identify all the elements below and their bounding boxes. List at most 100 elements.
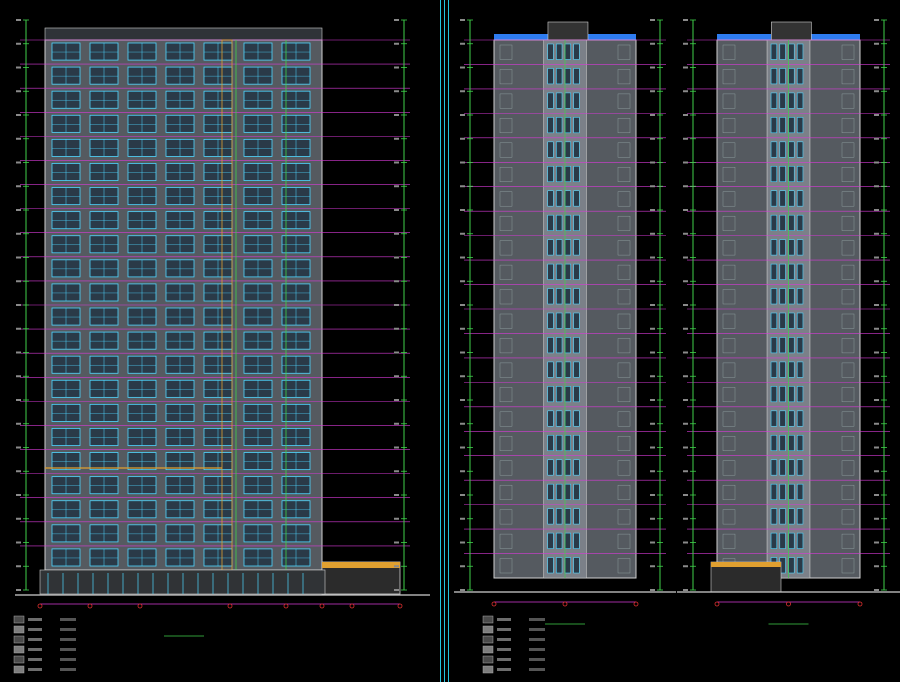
side-a-left-level-rail-label-mark [460,470,465,473]
side-a-window [573,434,580,452]
side-b-right-level-rail-label-mark [874,422,879,425]
side-a-window [573,483,580,500]
side-a-window [573,214,580,231]
side-b-window [788,117,795,134]
side-a-window [556,386,563,403]
side-b-window [796,92,804,109]
side-a-side-panel [617,509,631,525]
side-b-left-level-rail-label-mark [683,565,688,568]
side-b-window [796,239,804,256]
side-b-window [779,68,786,85]
side-b-side-panel [722,93,736,109]
side-b-left-level-rail-label-mark [683,541,688,544]
side-b-window [788,557,795,574]
side-b-side-panel [722,313,736,329]
side-a-window [556,459,563,476]
front-right-level-rail-label-mark [394,565,399,568]
side-b-window [796,483,804,500]
legend-label-mark [28,638,42,641]
side-b-right-level-rail-label-mark [874,280,879,283]
side-elevation-a [454,19,676,625]
side-a-window [556,263,563,280]
sheet-divider-1 [440,0,441,682]
side-a-left-level-rail-label-mark [460,161,465,164]
side-b-window [770,141,778,158]
side-a-window [547,386,554,403]
side-b-side-panel [722,533,736,549]
front-left-level-rail-label-mark [16,517,21,520]
side-b-right-level-rail-label-mark [874,541,879,544]
side-a-left-level-rail-label-mark [460,185,465,188]
side-a-window [573,410,580,427]
side-b-right-level-rail-label-mark [874,137,879,140]
front-podium-canopy [322,562,400,568]
side-b-right-level-rail-label-mark [874,66,879,69]
legend-swatch [482,665,494,674]
side-a-window [556,337,563,354]
side-b-right-level-rail-label-mark [874,470,879,473]
side-a-left-level-rail-label-mark [460,209,465,211]
side-b-window [779,214,786,231]
side-b-window [788,386,795,403]
side-a-side-panel [499,191,513,207]
legend-label-mark [497,628,511,631]
front-elevation [15,19,430,637]
side-b-window [796,557,804,574]
side-a-left-level-rail-label-mark [460,304,465,306]
side-a-window [564,532,571,549]
side-a-window [556,312,563,329]
side-a-right-level-rail-label-mark [650,209,655,211]
side-a-side-panel [499,93,513,109]
front-left-level-rail-label-mark [16,42,21,45]
side-a-side-panel [499,167,513,182]
side-b-right-level-rail-label-mark [874,517,879,520]
side-a-window [547,165,554,183]
side-a-window [564,410,571,427]
front-right-level-rail-label-mark [394,137,399,140]
front-right-level-rail-label-mark [394,399,399,401]
side-a-window [547,239,554,256]
front-right-level-rail-label-mark [394,304,399,306]
side-a-side-panel [617,313,631,329]
side-a-window [573,68,580,85]
front-ground-floor [39,569,326,595]
side-a-window [547,361,554,378]
side-b-left-level-rail-label-mark [683,494,688,496]
side-a-left-level-rail-label-mark [460,541,465,544]
legend-note-mark [60,668,76,671]
side-b-side-panel [722,460,736,476]
side-a-window [564,459,571,476]
legend-blocks [13,615,545,674]
side-b-right-level-rail-label-mark [874,589,879,591]
legend-label-mark [28,628,42,631]
side-a-window [564,165,571,183]
side-b-window [796,165,804,183]
side-b-window [779,386,786,403]
side-a-window [573,386,580,403]
side-a-window [556,141,563,158]
front-right-level-rail-label-mark [394,589,399,591]
side-a-side-panel [499,215,513,231]
side-b-right-level-rail-label-mark [874,351,879,354]
side-b-window [788,361,795,378]
side-a-left-level-rail-label-mark [460,114,465,116]
side-b-left-level-rail-label-mark [683,90,688,93]
side-b-right-level-rail-label-mark [874,42,879,45]
side-a-window [564,508,571,525]
side-a-right-level-rail-label-mark [650,327,655,330]
front-left-level-rail-label-mark [16,446,21,449]
side-b-side-panel [841,533,855,549]
side-a-window [556,43,563,60]
side-a-window [564,312,571,329]
side-b-window [770,459,778,476]
side-b-window [770,92,778,109]
side-a-side-panel [617,338,631,354]
side-b-stair-penthouse [771,21,812,41]
side-a-window [564,68,571,85]
side-b-side-panel [841,484,855,500]
front-left-level-rail-label-mark [16,256,21,259]
side-b-window [796,190,804,207]
side-a-left-level-rail-label-mark [460,90,465,93]
legend-note-mark [529,668,545,671]
side-b-left-level-rail-label-mark [683,114,688,116]
